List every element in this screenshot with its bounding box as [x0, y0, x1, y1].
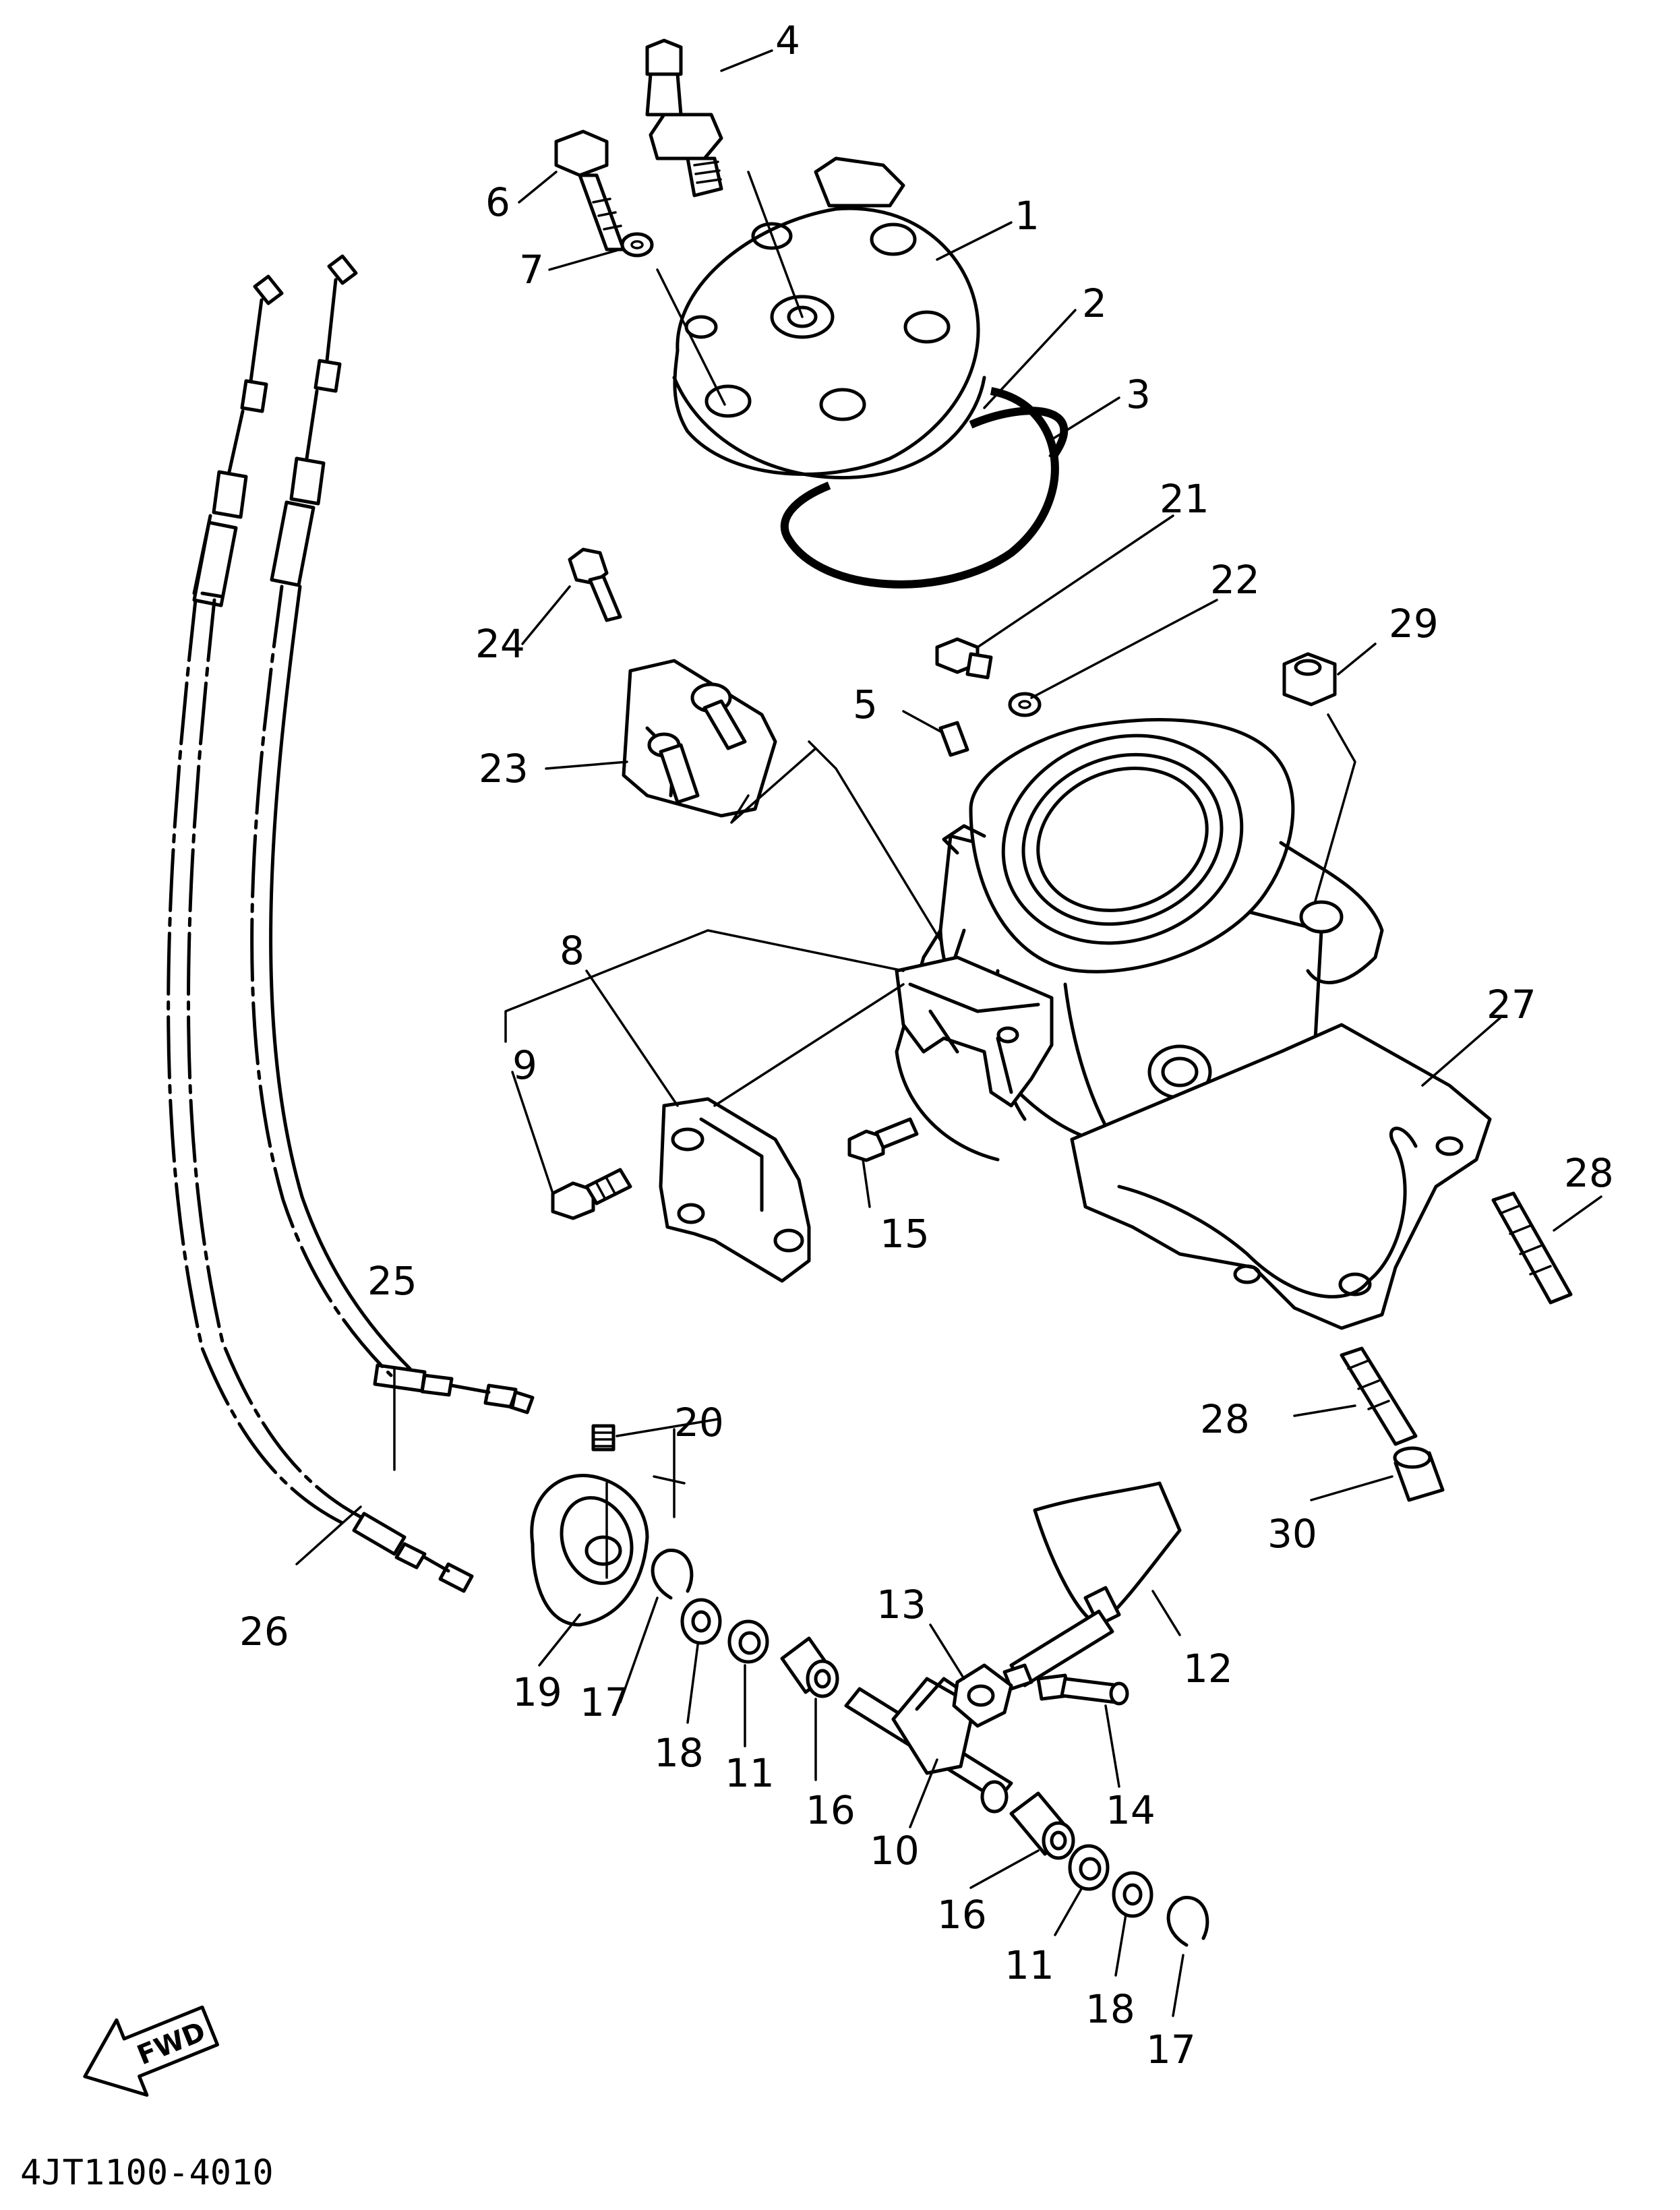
stud-bolt-upper — [1491, 1191, 1573, 1305]
callout-17-left: 17 — [580, 1679, 630, 1725]
callout-17-right: 17 — [1146, 2027, 1196, 2072]
callout-5: 5 — [853, 682, 878, 727]
forward-direction-arrow: FWD — [83, 2005, 220, 2097]
washer-head-bolt — [620, 232, 654, 258]
callout-15: 15 — [880, 1211, 930, 1257]
spark-plug — [645, 38, 723, 198]
callout-30: 30 — [1267, 1511, 1317, 1557]
pulley-screw — [591, 1424, 616, 1452]
cylinder — [895, 718, 1384, 1162]
callout-18-right: 18 — [1085, 1986, 1135, 2032]
valve-holder — [659, 1097, 811, 1283]
callout-9: 9 — [512, 1042, 537, 1088]
callout-labels: 1 2 3 4 5 6 7 8 9 10 11 11 12 13 14 15 1… — [239, 18, 1614, 2072]
dowel-collar — [1393, 1446, 1445, 1502]
valve-lever — [1002, 1481, 1182, 1691]
cylinder-head — [672, 156, 986, 480]
callout-6: 6 — [485, 179, 510, 225]
callout-27: 27 — [1487, 982, 1536, 1027]
o-ring-small — [969, 407, 1069, 461]
callout-18-left: 18 — [654, 1730, 704, 1776]
lever-bolt — [1036, 1673, 1129, 1706]
bracket-bolt — [568, 547, 622, 622]
circlip-left — [651, 1549, 694, 1600]
callout-13: 13 — [876, 1582, 926, 1627]
callout-29: 29 — [1389, 601, 1439, 647]
callout-11-left: 11 — [725, 1750, 775, 1796]
callout-1: 1 — [1015, 193, 1040, 239]
head-bolt — [554, 129, 626, 251]
callout-21: 21 — [1160, 476, 1209, 522]
callout-14: 14 — [1106, 1787, 1156, 1833]
o-ring-large — [780, 387, 1059, 589]
oil-seal-right — [1068, 1844, 1110, 1891]
cylinder-bolt — [935, 637, 993, 680]
callout-16-left: 16 — [806, 1787, 856, 1833]
power-valve-cable-right — [250, 254, 535, 1414]
callout-19: 19 — [512, 1669, 562, 1715]
lever-bushing — [952, 1663, 1013, 1728]
power-valve-cable-left — [167, 274, 474, 1593]
cylinder-washer — [1008, 692, 1042, 717]
callout-28-lower: 28 — [1200, 1396, 1250, 1442]
leader-lines — [295, 49, 1602, 2017]
callout-16-right: 16 — [937, 1892, 987, 1938]
base-gasket — [1070, 1023, 1492, 1330]
callout-4: 4 — [775, 18, 800, 63]
stud-bolt-lower — [1340, 1346, 1418, 1446]
washer-left — [680, 1598, 722, 1645]
callout-28-upper: 28 — [1564, 1150, 1614, 1196]
callout-10: 10 — [870, 1828, 920, 1874]
callout-22: 22 — [1210, 557, 1260, 603]
callout-25: 25 — [367, 1258, 417, 1304]
washer-right — [1112, 1871, 1153, 1918]
valve-pulley — [530, 1474, 649, 1627]
callout-7: 7 — [519, 247, 544, 293]
callout-24: 24 — [475, 621, 525, 667]
oil-seal-left — [727, 1619, 769, 1664]
dowel-pin — [938, 721, 969, 757]
holder-screw — [551, 1168, 632, 1220]
nut — [1282, 652, 1337, 707]
callout-2: 2 — [1082, 280, 1107, 326]
circlip-right — [1166, 1896, 1209, 1947]
callout-20: 20 — [674, 1400, 724, 1445]
bushing-left — [780, 1636, 839, 1698]
bushing-right — [1009, 1791, 1075, 1860]
valve-housing — [895, 955, 1054, 1108]
valve-screw — [847, 1117, 919, 1162]
bracket — [622, 659, 777, 818]
callout-11-right: 11 — [1004, 1942, 1054, 1988]
callout-8: 8 — [560, 928, 584, 974]
callout-23: 23 — [479, 746, 529, 792]
diagram-code: 4JT1100-4010 — [20, 2153, 274, 2193]
callout-26: 26 — [239, 1609, 289, 1654]
callout-12: 12 — [1183, 1646, 1233, 1692]
callout-3: 3 — [1126, 371, 1151, 417]
